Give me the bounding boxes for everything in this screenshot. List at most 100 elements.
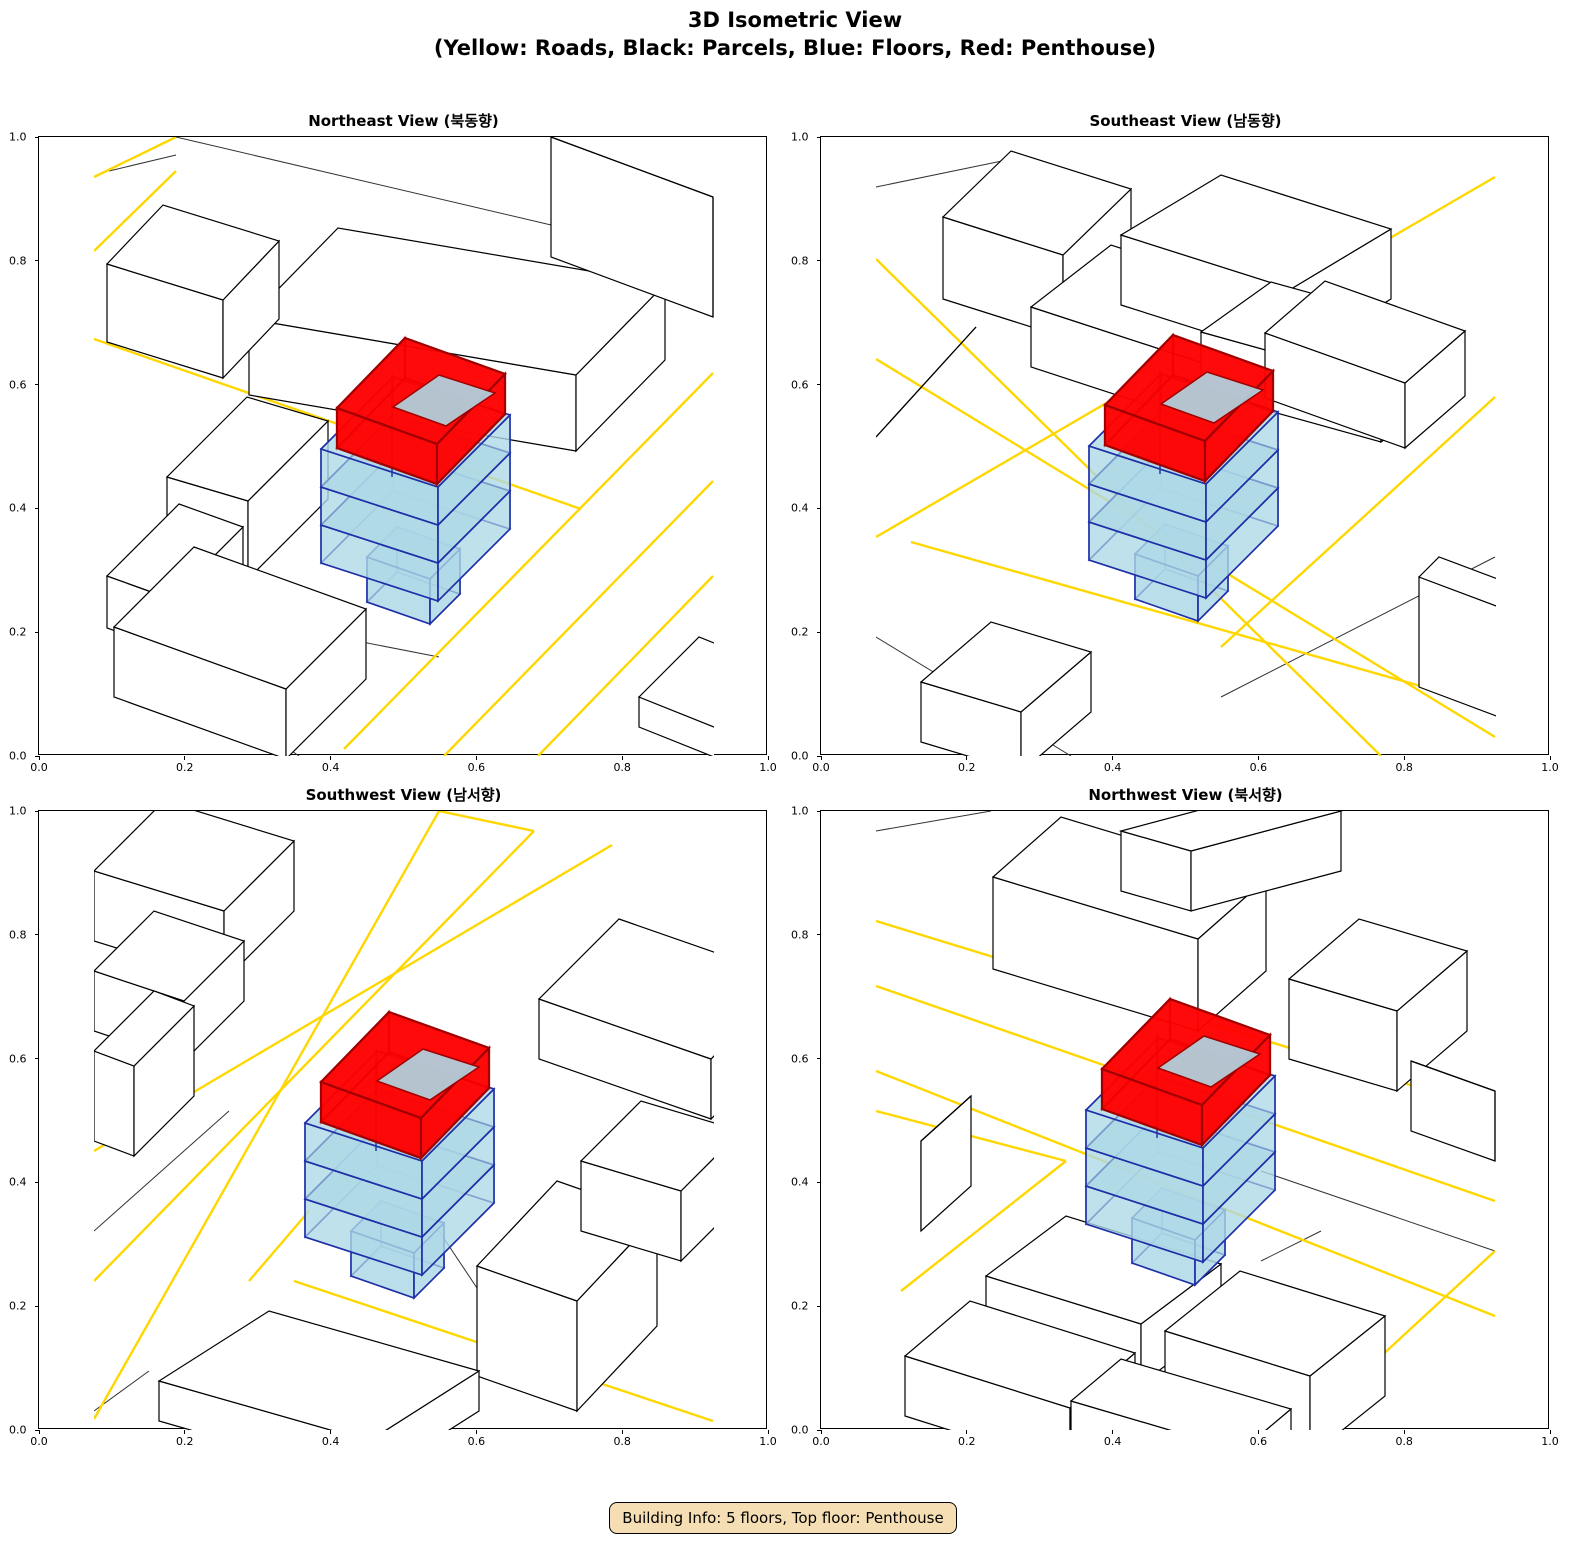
y-tick-label: 0.8 (791, 928, 809, 942)
road-line (443, 480, 714, 756)
top-face (94, 990, 196, 1067)
y-tick (35, 1305, 39, 1307)
context-building (919, 621, 1093, 756)
target-building (303, 1009, 496, 1300)
context-building (579, 1100, 714, 1263)
x-tick-label: 0.0 (30, 761, 48, 774)
y-tick-label: 0.6 (9, 1052, 27, 1066)
x-tick (1403, 1430, 1405, 1434)
context-building (1263, 280, 1467, 450)
penthouse-opening (391, 374, 497, 427)
y-tick (817, 934, 821, 936)
y-tick-label: 1.0 (791, 804, 809, 818)
x-tick-label: 0.6 (1249, 761, 1268, 774)
y-tick-label: 0.4 (791, 501, 809, 515)
context-building (1417, 556, 1496, 717)
top-face (1163, 1270, 1387, 1377)
target-building (319, 335, 512, 626)
top-face (920, 1095, 972, 1142)
panel-title: Southwest View (남서향) (305, 786, 502, 804)
context-building (105, 204, 281, 380)
x-tick (475, 756, 477, 760)
building-info-box: Building Info: 5 floors, Top floor: Pent… (609, 1502, 957, 1534)
x-tick-label: 1.0 (759, 1435, 777, 1448)
y-tick (35, 384, 39, 386)
context-building (1118, 811, 1344, 912)
x-tick (966, 1430, 968, 1434)
x-tick-label: 0.4 (321, 761, 340, 774)
right-face (680, 1157, 714, 1263)
x-tick-label: 0.8 (613, 761, 631, 774)
y-tick-label: 0.6 (791, 1052, 809, 1066)
y-tick (817, 260, 821, 262)
top-face (1417, 556, 1496, 607)
road-line (94, 830, 535, 1282)
x-tick (767, 756, 769, 760)
road-line (900, 1160, 1067, 1292)
top-face (579, 1100, 714, 1192)
road-line (438, 811, 535, 833)
top-face (537, 918, 714, 1060)
context-building (94, 990, 196, 1158)
isometric-scene (94, 811, 714, 1430)
isometric-scene (94, 137, 768, 756)
road-line (343, 372, 714, 750)
scene-group (94, 811, 714, 1430)
top-face (1069, 1358, 1293, 1430)
y-tick-label: 0.0 (9, 749, 27, 763)
context-building (876, 326, 977, 438)
y-tick (35, 631, 39, 633)
road-line (910, 540, 1496, 709)
top-face (1287, 918, 1469, 1012)
top-face (876, 326, 977, 438)
context-building (1069, 1358, 1293, 1430)
y-tick (817, 1181, 821, 1183)
road-line (248, 1210, 310, 1282)
y-tick-label: 0.2 (9, 1299, 27, 1313)
top-face (984, 1215, 1223, 1325)
isometric-scene (876, 150, 1496, 756)
x-tick-label: 1.0 (1541, 1435, 1559, 1448)
y-tick (817, 755, 821, 757)
context-building (157, 1310, 481, 1430)
penthouse-opening (1159, 371, 1265, 424)
context-building (1410, 1060, 1496, 1162)
top-face (941, 150, 1133, 256)
scene-group (94, 137, 768, 756)
x-tick-label: 0.6 (1249, 1435, 1268, 1448)
road-line (94, 137, 177, 179)
x-tick (767, 1430, 769, 1434)
x-tick (184, 1430, 186, 1434)
x-tick (820, 1430, 822, 1434)
y-tick (817, 384, 821, 386)
right-face (739, 677, 768, 756)
y-tick (817, 507, 821, 509)
x-tick-label: 0.0 (812, 761, 830, 774)
y-tick-label: 0.0 (791, 1423, 809, 1437)
parcel-line (1260, 1170, 1496, 1252)
y-tick (817, 631, 821, 633)
x-tick (1403, 756, 1405, 760)
y-tick-label: 0.2 (791, 625, 809, 639)
road-line (537, 575, 714, 756)
parcel-line (876, 811, 992, 832)
context-building (637, 636, 768, 756)
context-building (112, 546, 368, 756)
x-tick-label: 0.4 (1103, 761, 1122, 774)
x-tick-label: 0.0 (30, 1435, 48, 1448)
x-tick-label: 0.8 (613, 1435, 631, 1448)
y-tick-label: 0.2 (791, 1299, 809, 1313)
top-face (1119, 174, 1393, 290)
x-tick (330, 1430, 332, 1434)
parcel-line (1260, 1230, 1322, 1262)
x-tick (1257, 1430, 1259, 1434)
x-tick-label: 0.8 (1395, 1435, 1413, 1448)
right-face (920, 1094, 972, 1233)
y-tick-label: 1.0 (9, 130, 27, 144)
scene-group (876, 150, 1496, 756)
top-face (94, 811, 296, 912)
y-tick-label: 0.4 (9, 1175, 27, 1189)
